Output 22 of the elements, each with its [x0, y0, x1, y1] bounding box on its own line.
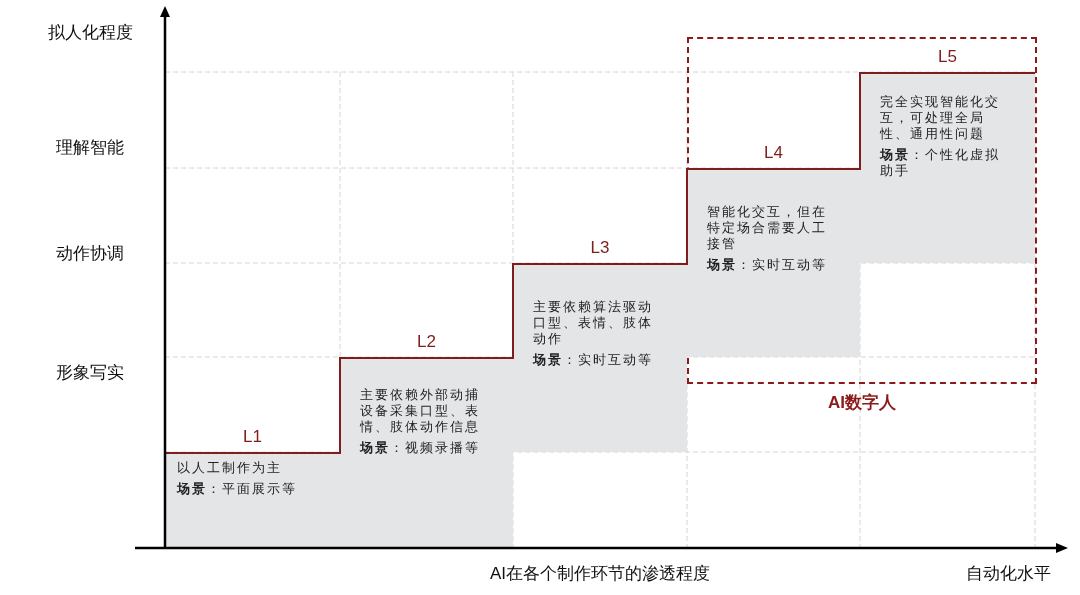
level-description: 智能化交互，但在特定场合需要人工接管 — [707, 204, 828, 252]
level-description: 主要依赖算法驱动口型、表情、肢体动作 — [533, 299, 654, 347]
scene-text: 场景：个性化虚拟助手 — [880, 147, 1001, 179]
level-label: L5 — [937, 46, 958, 68]
level-label: L3 — [589, 237, 611, 259]
axis-level-label: 理解智能 — [56, 136, 124, 159]
level-description: 主要依赖外部动捕设备采集口型、表情、肢体动作信息 — [360, 387, 481, 435]
level-description: 完全实现智能化交互，可处理全局性、通用性问题 — [880, 94, 1001, 142]
level-label: L1 — [242, 426, 263, 448]
scene-text: 场景：平面展示等 — [177, 481, 298, 497]
scene-text: 场景：实时互动等 — [707, 257, 828, 273]
axis-level-label: 动作协调 — [56, 242, 124, 265]
axis-title: AI在各个制作环节的渗透程度 — [489, 562, 711, 585]
scene-text: 场景：视频录播等 — [360, 440, 481, 456]
axis-level-label: 拟人化程度 — [47, 21, 133, 44]
level-label: L2 — [416, 331, 437, 353]
level-label: L4 — [763, 142, 784, 164]
level-description: 以人工制作为主 — [177, 460, 283, 476]
scene-text: 场景：实时互动等 — [533, 352, 654, 368]
group-label: AI数字人 — [827, 392, 897, 414]
axis-level-label: 形象写实 — [56, 361, 124, 384]
axis-title: 自动化水平 — [965, 562, 1051, 585]
